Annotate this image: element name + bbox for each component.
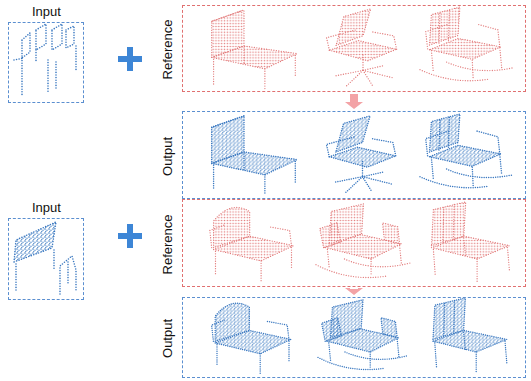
plus-sign [118, 47, 142, 248]
output-band: Output [182, 111, 526, 199]
down-arrow [345, 288, 363, 295]
input-label: Input [32, 5, 61, 20]
row-label: Output [161, 137, 176, 176]
input-label: Input [32, 201, 61, 216]
row-label: Reference [161, 214, 176, 274]
row-label: Output [161, 319, 176, 358]
input-box: Input [8, 218, 84, 300]
row-label: Reference [161, 19, 176, 79]
output-band: Output [182, 297, 526, 378]
down-arrow [345, 94, 363, 109]
reference-chair-cloud [210, 7, 513, 282]
output-chair-cloud [212, 114, 513, 374]
input-partial-cloud [14, 24, 76, 294]
input-box: Input [8, 22, 84, 103]
reference-band: Reference [182, 199, 526, 287]
reference-band: Reference [182, 5, 526, 92]
